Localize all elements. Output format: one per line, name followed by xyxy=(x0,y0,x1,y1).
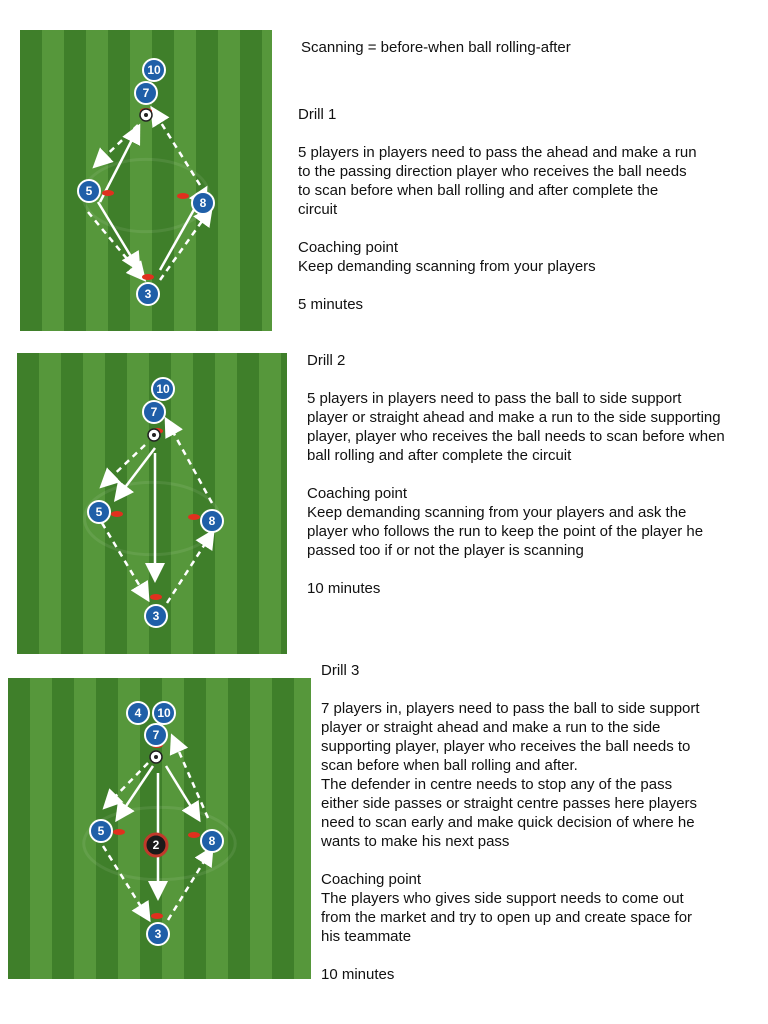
drill-title: Drill 2 xyxy=(307,352,346,369)
player-7: 7 xyxy=(142,400,166,424)
player-8: 8 xyxy=(200,829,224,853)
player-4: 4 xyxy=(126,701,150,725)
player-8: 8 xyxy=(191,191,215,215)
player-3: 3 xyxy=(144,604,168,628)
coaching-line: passed too if or not the player is scann… xyxy=(307,542,584,559)
player-8: 8 xyxy=(200,509,224,533)
svg-text:5: 5 xyxy=(96,505,103,519)
drill-2-pitch: 10 7 5 8 3 xyxy=(17,353,287,654)
player-10: 10 xyxy=(152,701,176,725)
svg-text:8: 8 xyxy=(209,514,216,528)
drill-description-line: 5 players in players need to pass the ba… xyxy=(307,390,682,407)
svg-text:5: 5 xyxy=(98,824,105,838)
drill-description-line: circuit xyxy=(298,201,338,218)
player-7: 7 xyxy=(134,81,158,105)
ball xyxy=(139,108,153,122)
coaching-line: Keep demanding scanning from your player… xyxy=(307,504,687,521)
headline: Scanning = before-when ball rolling-afte… xyxy=(301,39,571,56)
coaching-title: Coaching point xyxy=(321,871,422,888)
coaching-line: his teammate xyxy=(321,928,412,945)
defender-2: 2 xyxy=(143,832,169,858)
svg-text:7: 7 xyxy=(143,86,150,100)
player-5: 5 xyxy=(87,500,111,524)
svg-text:10: 10 xyxy=(157,706,171,720)
drill-description-line: either side passes or straight centre pa… xyxy=(321,795,698,812)
svg-text:2: 2 xyxy=(153,838,160,852)
drill-description-line: need to scan early and make quick decisi… xyxy=(321,814,695,831)
drill-3-pitch: 4 10 7 5 8 3 2 xyxy=(8,678,311,979)
player-5: 5 xyxy=(77,179,101,203)
player-5: 5 xyxy=(89,819,113,843)
drill-description-line: 7 players in, players need to pass the b… xyxy=(321,700,700,717)
drill-description-line: supporting player, player who receives t… xyxy=(321,738,691,755)
drill-description-line: player or straight ahead and make a run … xyxy=(307,409,721,426)
drill-title: Drill 3 xyxy=(321,662,360,679)
svg-text:10: 10 xyxy=(147,63,161,77)
drill-1-text: Drill 1 5 players in players need to pas… xyxy=(298,105,758,314)
svg-text:3: 3 xyxy=(145,287,152,301)
svg-text:5: 5 xyxy=(86,184,93,198)
svg-text:8: 8 xyxy=(200,196,207,210)
drill-description-line: scan before when ball rolling and after. xyxy=(321,757,578,774)
svg-text:7: 7 xyxy=(153,728,160,742)
player-7: 7 xyxy=(144,723,168,747)
drill-1-pitch: 10 7 5 8 3 xyxy=(20,30,272,331)
drill-description-line: ball rolling and after complete the circ… xyxy=(307,447,572,464)
svg-text:7: 7 xyxy=(151,405,158,419)
coaching-title: Coaching point xyxy=(307,485,408,502)
ball xyxy=(149,750,163,764)
player-3: 3 xyxy=(136,282,160,306)
coaching-line: The players who gives side support needs… xyxy=(321,890,684,907)
drill-3-text: Drill 3 7 players in, players need to pa… xyxy=(321,661,761,984)
pitch-stripes xyxy=(8,678,311,979)
svg-text:4: 4 xyxy=(135,706,142,720)
drill-title: Drill 1 xyxy=(298,106,337,123)
coaching-line: player who follows the run to keep the p… xyxy=(307,523,704,540)
svg-text:3: 3 xyxy=(153,609,160,623)
svg-text:3: 3 xyxy=(155,927,162,941)
coaching-line: Keep demanding scanning from your player… xyxy=(298,258,596,275)
drill-duration: 5 minutes xyxy=(298,296,364,313)
drill-description-line: wants to make his next pass xyxy=(321,833,510,850)
player-10: 10 xyxy=(142,58,166,82)
drill-duration: 10 minutes xyxy=(321,966,395,983)
coaching-line: from the market and try to open up and c… xyxy=(321,909,693,926)
drill-description-line: 5 players in players need to pass the ah… xyxy=(298,144,697,161)
drill-description-line: to scan before when ball rolling and aft… xyxy=(298,182,659,199)
player-10: 10 xyxy=(151,377,175,401)
drill-description-line: The defender in centre needs to stop any… xyxy=(321,776,673,793)
drill-2-text: Drill 2 5 players in players need to pas… xyxy=(307,351,762,598)
coaching-title: Coaching point xyxy=(298,239,399,256)
drill-description-line: player, player who receives the ball nee… xyxy=(307,428,725,445)
svg-text:8: 8 xyxy=(209,834,216,848)
drill-description-line: to the passing direction player who rece… xyxy=(298,163,687,180)
player-3: 3 xyxy=(146,922,170,946)
drill-duration: 10 minutes xyxy=(307,580,381,597)
pass-lines xyxy=(99,416,215,604)
ball xyxy=(147,428,161,442)
drill-description-line: player or straight ahead and make a run … xyxy=(321,719,661,736)
pitch-stripes xyxy=(20,30,272,331)
svg-text:10: 10 xyxy=(156,382,170,396)
